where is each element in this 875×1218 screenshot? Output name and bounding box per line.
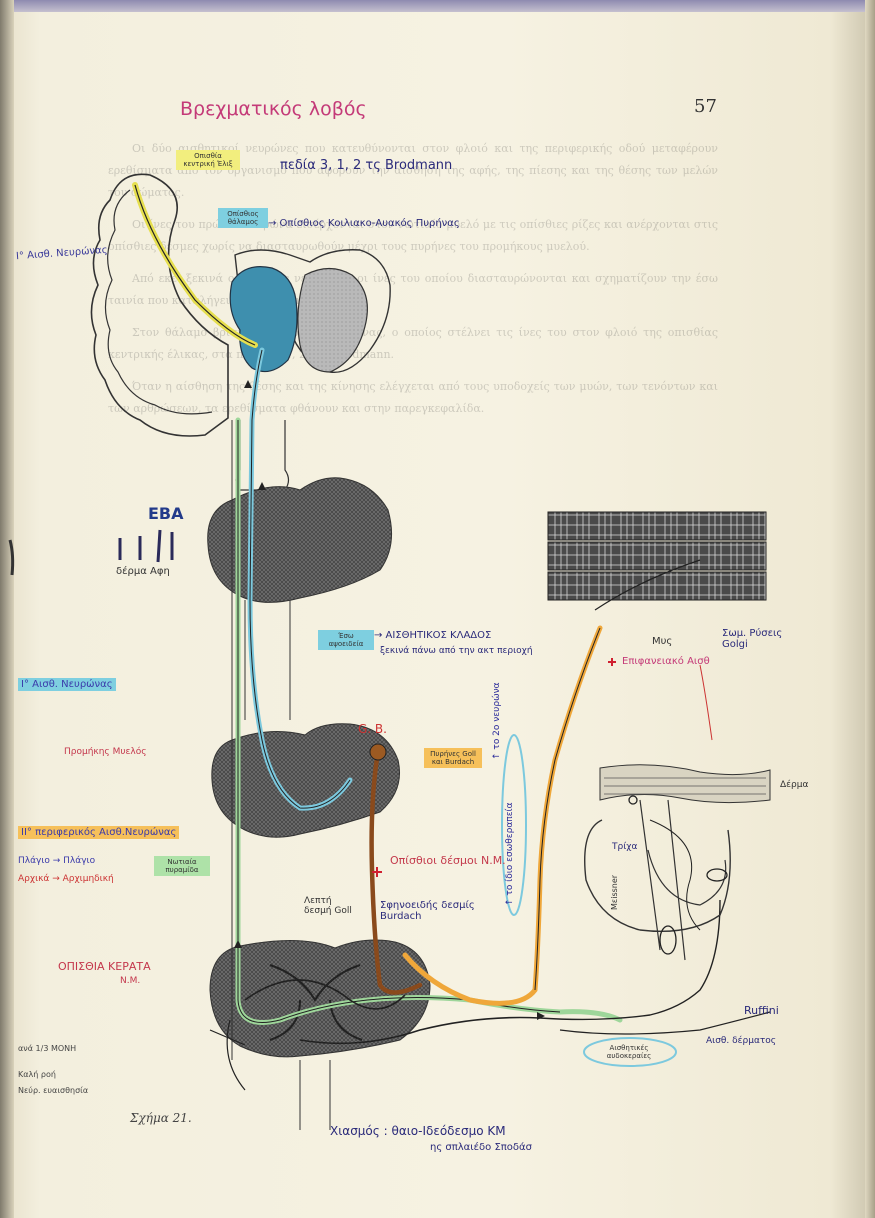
sensory-branch-note: → ΑΙΣΘΗΤΙΚΟΣ ΚΛΑΔΟΣ [374,630,491,641]
cortex-label: Οπισθία κεντρική Έλιξ [176,150,240,170]
thalamus-note: → Οπίσθιος Κοιλιακο-Αυακός Πυρήνας [268,218,460,229]
skin-tissue [585,765,770,960]
left-fasciculus-note: Πλάγιο → Πλάγιο [18,856,95,866]
dorsal-columns-label: Οπίσθιοι δέσμοι Ν.Μ. [390,854,510,867]
page-title: Βρεχματικός λοβός [180,98,367,120]
margin-small-note: ανά 1/3 ΜΟΝΗ [18,1044,76,1053]
pedia-note: πεδία 3, 1, 2 τς Brodmann [280,158,452,173]
figure-caption: Σχήμα 21. [130,1111,192,1125]
touch-skin-note: δέρμα Αφη [116,566,170,577]
dorsal-column-box: Νωτιαία πυραμίδα [154,856,210,876]
dorsal-horn-label: ΟΠΙΣΘΙΑ ΚΕΡΑΤΑ [58,960,151,973]
superficial-sensation-label: Επιφανειακό Αισθ [622,656,710,667]
vertical-note: ↑ το 2ο νευρώνα [492,682,502,760]
vertical-note-blue: ↑ το ίδιο εσωθεραπεία [505,802,515,906]
thalamus [230,267,297,372]
burdach-label: Σφηνοειδής δεσμίς Burdach [380,900,502,922]
second-neuron-label: ΙΙ° περιφερικός Αισθ.Νευρώνας [18,826,179,839]
sensory-tract-label: Έσω αψοειδεία [318,630,374,650]
eva-note: ΕΒΑ [148,504,184,523]
ruffini-sub-label: Αισθ. δέρματος [706,1036,776,1046]
nuclei-label: Πυρήνες Goll και Burdach [424,748,482,768]
margin-small-note-2: Καλή ροή [18,1070,56,1079]
golgi-label: Σωμ. Ρύσεις Golgi [722,628,792,650]
skin-label: Δέρμα [780,780,808,790]
thalamus-label: Οπίσθιος θάλαμος [218,208,268,228]
medulla-label: Προμήκης Μυελός [64,747,147,757]
midbrain-section [208,478,392,603]
ruffini-label: Ruffini [744,1004,779,1017]
brain-outline [91,174,228,436]
receptors-label: Αισθητικές αυδοκεραίες [596,1042,662,1062]
goll-label: Λεπτή δεσμή Goll [304,896,360,916]
decussation-note: Χιασμός : θαιο-Ιδεόδεσμο ΚΜ [330,1124,506,1138]
sensory-sub-note: ξεκινά πάνω από την ακτ περιοχή [380,646,533,656]
first-neuron-label: Ι° Αισθ. Νευρώνας [18,678,116,691]
lentiform-nucleus [298,269,368,373]
decussation-note-2: ης σπλαιέδο Σποδάσ [430,1142,532,1153]
brainstem-tube [236,420,289,490]
muscle-tissue [548,512,766,610]
margin-bottom-note: Νεύρ. ευαισθησία [18,1086,88,1095]
left-fasciculus-note-b: Αρχικά → Αρχιμηδική [18,874,114,884]
gb-label: G. B. [358,722,387,736]
hair-label: Τρίχα [612,842,637,852]
muscle-label: Μυς [652,636,672,647]
nm-label: Ν.Μ. [120,976,140,986]
meissner-label: Μεissner [610,875,619,910]
